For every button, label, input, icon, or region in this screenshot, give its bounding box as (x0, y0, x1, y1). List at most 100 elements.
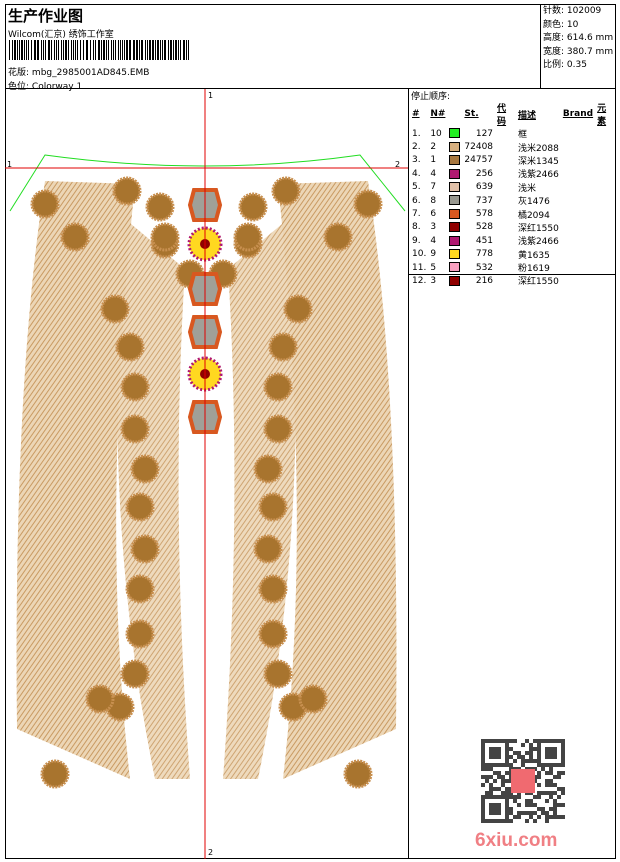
embroidery-dot (112, 176, 142, 206)
design-file: 花版: mbg_2985001AD845.EMB (8, 65, 149, 78)
row-index: 2. (412, 142, 421, 153)
barcode (9, 40, 190, 60)
embroidery-dot (130, 454, 160, 484)
description: 浅紫2466 (517, 237, 559, 248)
color-swatch (447, 207, 462, 220)
brand (561, 127, 595, 140)
embroidery-dot (268, 332, 298, 362)
needle-number: 8 (430, 195, 437, 206)
code (495, 194, 516, 207)
needle-number: 4 (430, 168, 437, 179)
embroidery-dot (323, 222, 353, 252)
column-header: # (412, 109, 420, 119)
brand (561, 140, 595, 153)
needle-number: 6 (430, 209, 437, 220)
brand (561, 221, 595, 234)
embroidery-dot (125, 574, 155, 604)
element (595, 140, 616, 153)
brand (561, 248, 595, 261)
top-marker: 1 (208, 91, 213, 100)
brand (561, 261, 595, 274)
needle-number: 5 (430, 262, 437, 273)
row-index: 7. (412, 209, 421, 220)
element (595, 127, 616, 140)
stop-sequence-title: 停止顺序: (411, 92, 451, 102)
embroidery-dot (120, 659, 150, 689)
column-header: St. (464, 109, 479, 119)
stitch-count: 528 (475, 222, 494, 233)
table-divider (409, 274, 616, 275)
embroidery-dot (85, 684, 115, 714)
colorway-label: 色位: (8, 82, 30, 92)
brand (561, 181, 595, 194)
color-swatch (447, 140, 462, 153)
qr-code (481, 739, 565, 823)
row-index: 9. (412, 235, 421, 246)
embroidery-dot (150, 222, 180, 252)
row-index: 6. (412, 195, 421, 206)
left-panel (16, 181, 135, 779)
code (495, 154, 516, 167)
description: 深红1550 (517, 277, 559, 288)
column-header: 代码 (497, 104, 507, 127)
stitch-count: 451 (475, 235, 494, 246)
element (595, 194, 616, 207)
code (495, 167, 516, 180)
info-scale: 比例: 0.35 (543, 60, 587, 71)
embroidery-dot (263, 414, 293, 444)
embroidery-dot (238, 192, 268, 222)
embroidery-dot (283, 294, 313, 324)
code (495, 127, 516, 140)
company-name: Wilcom(汇京) 绣饰工作室 (8, 30, 114, 40)
description: 粉1619 (517, 264, 550, 275)
brand (561, 274, 595, 287)
column-header: Brand (562, 109, 594, 119)
column-header: N# (430, 109, 446, 119)
column-header (447, 101, 462, 127)
row-index: 12. (412, 275, 427, 286)
design-info: 针数: 102009 颜色: 10 高度: 614.6 mm 宽度: 380.7… (540, 4, 616, 89)
element (595, 261, 616, 274)
info-stitches: 针数: 102009 (543, 6, 602, 16)
embroidery-dot (343, 759, 373, 789)
color-swatch (447, 181, 462, 194)
brand (561, 167, 595, 180)
embroidery-dot (40, 759, 70, 789)
description: 浅紫2466 (517, 170, 559, 181)
embroidery-dot (258, 574, 288, 604)
stitch-count: 216 (475, 275, 494, 286)
brand (561, 234, 595, 247)
brand (561, 194, 595, 207)
embroidery-dot (120, 414, 150, 444)
green-frame-outline (9, 154, 406, 212)
needle-number: 7 (430, 182, 437, 193)
color-swatch (447, 234, 462, 247)
stitch-count: 778 (475, 249, 494, 260)
row-index: 8. (412, 222, 421, 233)
embroidery-dot (30, 189, 60, 219)
embroidery-dot (233, 222, 263, 252)
embroidery-dot (263, 659, 293, 689)
right-panel (278, 181, 397, 779)
embroidery-dot (120, 372, 150, 402)
page-frame (5, 4, 616, 859)
design-canvas[interactable]: 1 2 1 2 (5, 89, 408, 859)
row-index: 5. (412, 182, 421, 193)
embroidery-dot (271, 176, 301, 206)
embroidery-dot (125, 492, 155, 522)
needle-number: 10 (430, 128, 442, 139)
code (495, 207, 516, 220)
